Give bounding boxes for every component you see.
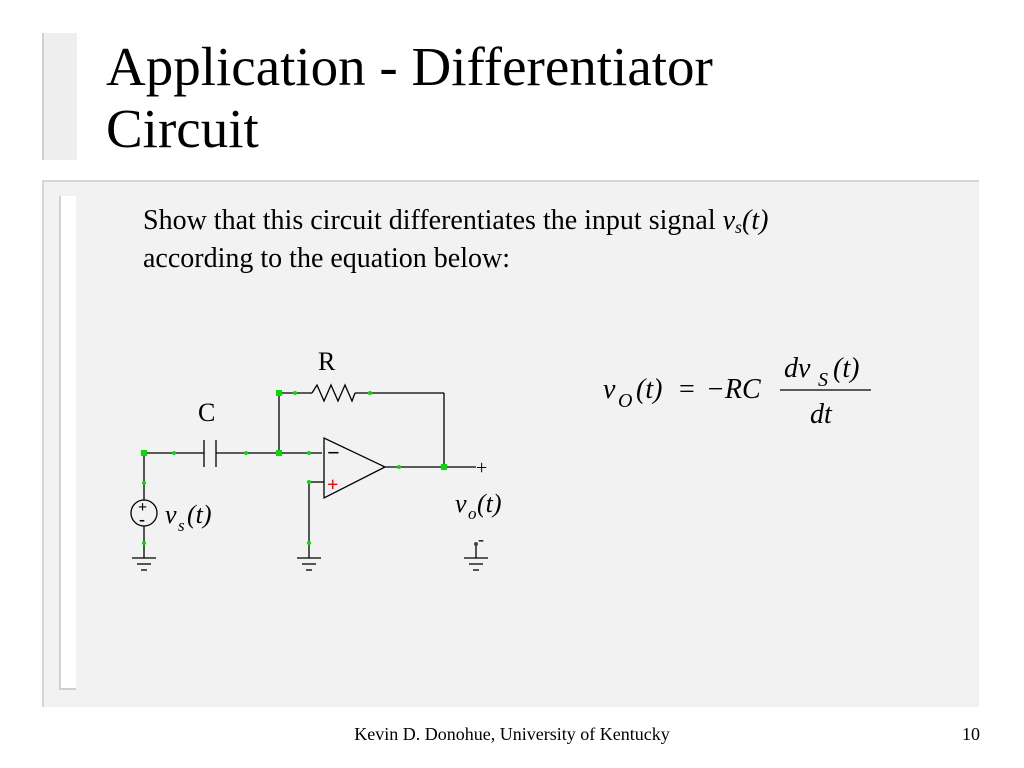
ground-output xyxy=(464,557,488,571)
body-line-2: according to the equation below: xyxy=(143,243,510,274)
node-dot xyxy=(244,451,248,455)
differentiator-equation: v O (t) = −RC dv S (t) dt xyxy=(603,353,871,430)
node-dot xyxy=(276,390,282,396)
slide-title: Application - Differentiator Circuit xyxy=(106,36,926,160)
output-minus-label: - xyxy=(478,529,484,549)
eq-lhs-sub: O xyxy=(618,390,632,412)
footer-text: Kevin D. Donohue, University of Kentucky xyxy=(354,724,670,744)
output-var: v xyxy=(455,489,467,518)
node-dot xyxy=(142,541,146,545)
body-var: v xyxy=(722,205,736,236)
title-line-1: Application - Differentiator xyxy=(106,36,713,97)
node-dot xyxy=(141,450,147,456)
node-dot xyxy=(441,464,447,470)
source-arg: (t) xyxy=(187,500,212,529)
output-plus-label: + xyxy=(476,457,487,479)
node-dot xyxy=(172,451,176,455)
eq-denominator: dt xyxy=(810,399,833,430)
ground-opamp xyxy=(297,557,321,571)
opamp-plus-label: + xyxy=(327,474,338,496)
page-number: 10 xyxy=(962,724,980,744)
eq-lhs-arg: (t) xyxy=(636,374,662,405)
node-dot xyxy=(307,480,311,484)
output-arg: (t) xyxy=(477,489,502,518)
eq-coefficient: −RC xyxy=(706,374,761,405)
source-plus-label: + xyxy=(138,499,147,516)
body-sub: s xyxy=(735,217,743,237)
title-line-2: Circuit xyxy=(106,98,259,159)
node-dot xyxy=(397,465,401,469)
body-line-1: Show that this circuit differentiates th… xyxy=(143,205,723,236)
resistor-label: R xyxy=(318,347,336,376)
resistor xyxy=(311,383,356,403)
node-dot xyxy=(368,391,372,395)
node-dots xyxy=(141,390,447,545)
output-minus-terminal xyxy=(474,542,478,546)
node-dot xyxy=(276,450,282,456)
node-dot xyxy=(307,541,311,545)
eq-numerator-d: dv xyxy=(784,353,811,384)
content-accent-bar xyxy=(59,196,76,690)
node-dot xyxy=(142,481,146,485)
source-var: v xyxy=(165,500,177,529)
output-sub: o xyxy=(468,504,477,523)
title-accent-bar xyxy=(42,33,77,160)
eq-equals: = xyxy=(679,374,695,405)
ground-source xyxy=(132,557,156,571)
opamp-minus-label: − xyxy=(327,440,340,465)
opamp xyxy=(323,436,387,500)
source-sub: s xyxy=(178,516,185,535)
body-text: Show that this circuit differentiates th… xyxy=(143,202,943,278)
node-dot xyxy=(293,391,297,395)
source-minus-label: - xyxy=(139,509,145,529)
eq-numerator-sub: S xyxy=(818,369,828,391)
eq-numerator-arg: (t) xyxy=(833,353,859,384)
eq-lhs-var: v xyxy=(603,374,616,405)
node-dot xyxy=(307,451,311,455)
capacitor-label: C xyxy=(198,398,215,427)
body-arg: (t) xyxy=(742,205,769,236)
content-panel xyxy=(42,180,979,707)
